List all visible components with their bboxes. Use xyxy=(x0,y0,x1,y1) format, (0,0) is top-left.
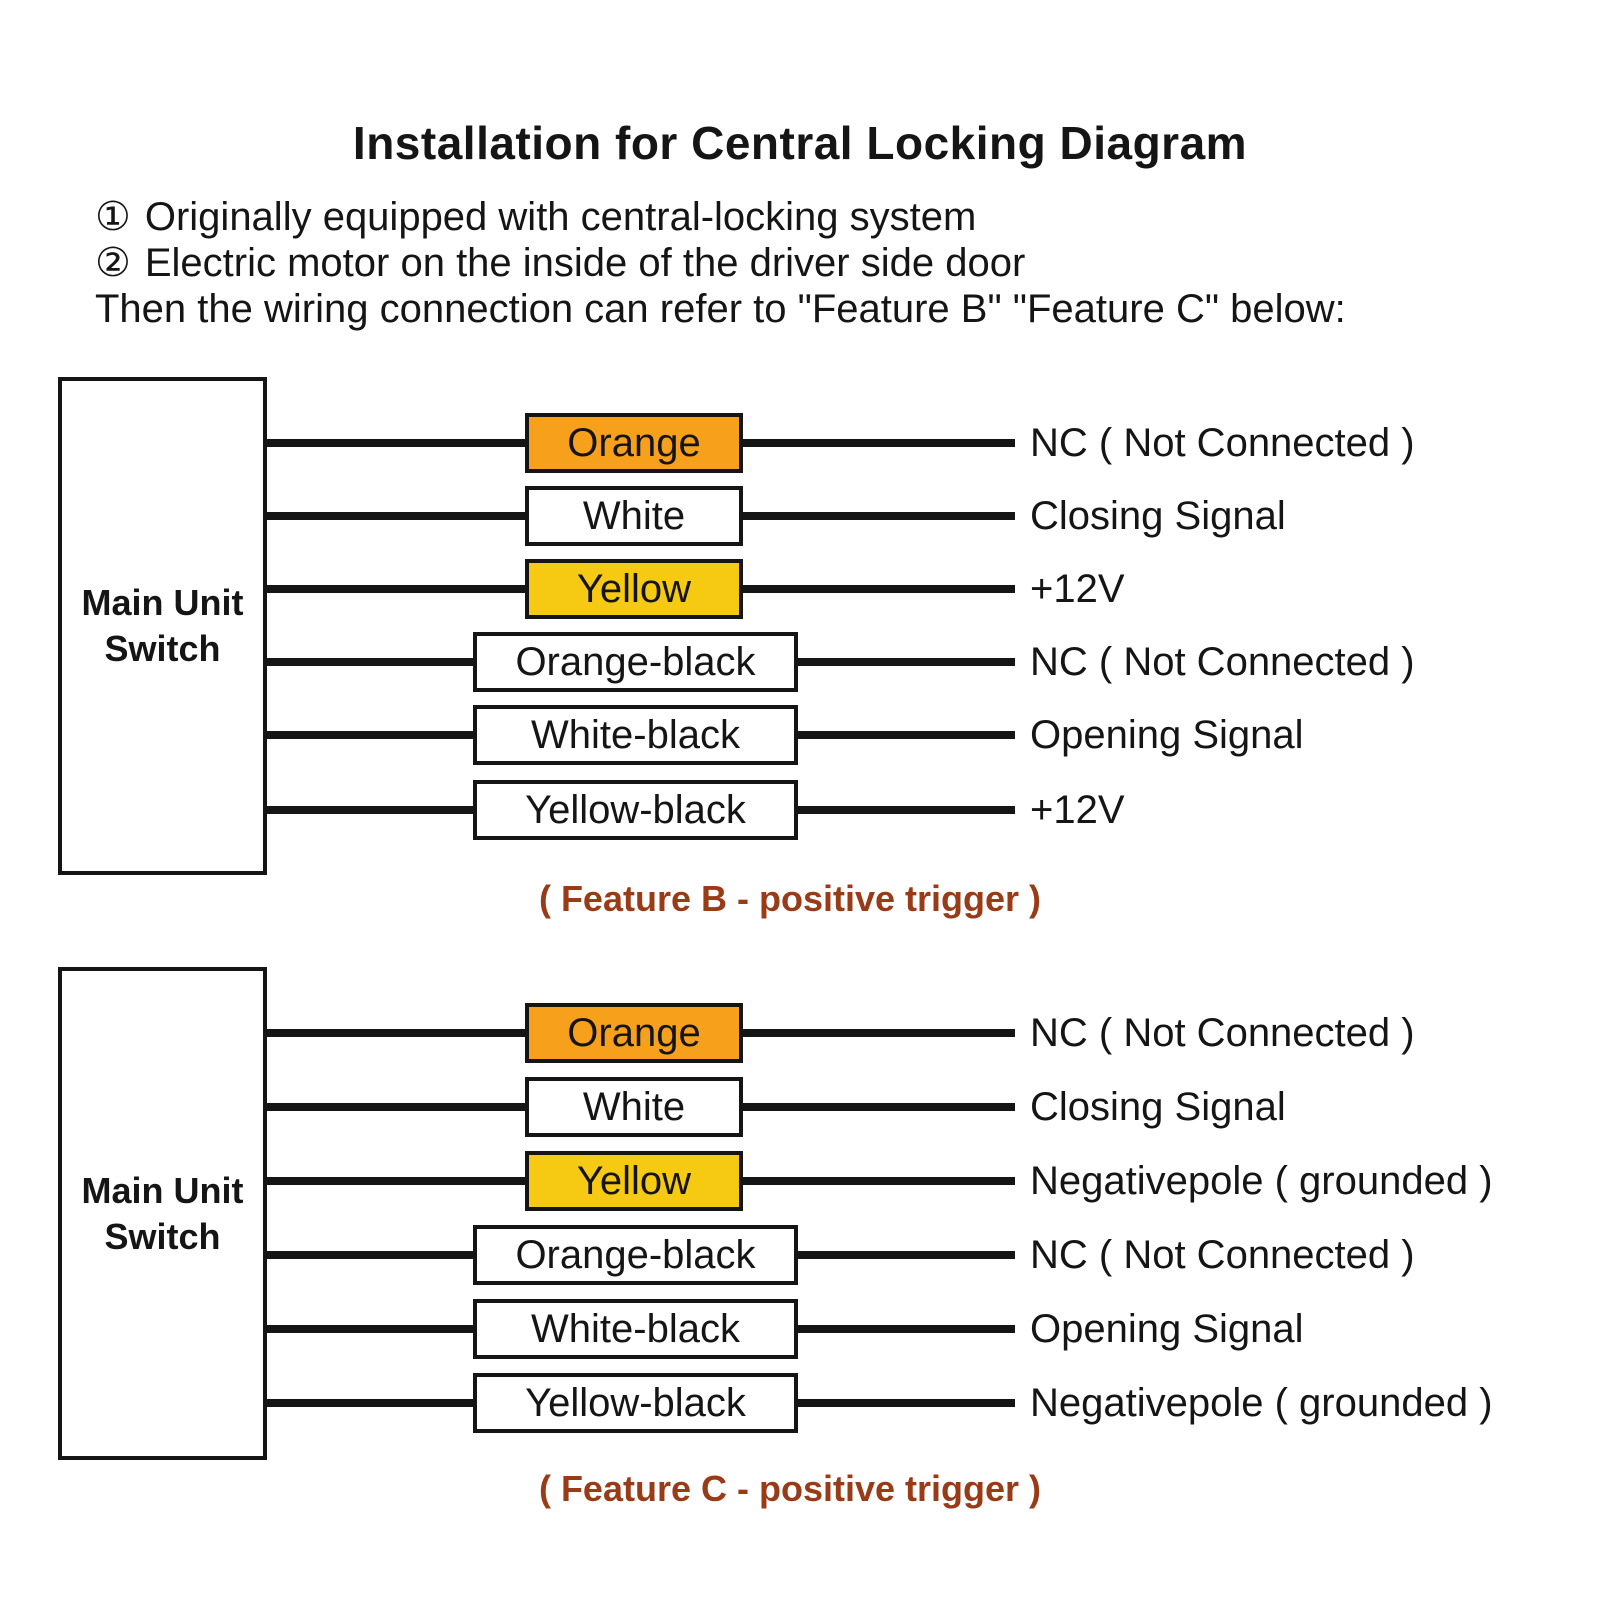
wire-left-segment xyxy=(267,1029,525,1037)
wire-color-box: Orange-black xyxy=(473,632,798,692)
signal-label: Closing Signal xyxy=(1030,494,1286,538)
note-line-1: ① Originally equipped with central-lockin… xyxy=(95,194,1346,240)
wire-color-box: Yellow-black xyxy=(473,1373,798,1433)
wire-color-label: Yellow xyxy=(576,566,692,611)
wire-color-label: Orange-black xyxy=(515,1232,756,1277)
page-title: Installation for Central Locking Diagram xyxy=(352,117,1248,169)
note-line-intro: Then the wiring connection can refer to … xyxy=(95,286,1346,332)
wire-left-segment xyxy=(267,1177,525,1185)
wire-color-label: Yellow-black xyxy=(525,1380,746,1425)
wire-color-box: Yellow xyxy=(525,1151,743,1211)
wire-color-label: Orange-black xyxy=(515,639,756,684)
signal-label: NC ( Not Connected ) xyxy=(1030,640,1415,684)
signal-label: NC ( Not Connected ) xyxy=(1030,1011,1415,1055)
signal-label: Negativepole ( grounded ) xyxy=(1030,1381,1493,1425)
signal-label: Closing Signal xyxy=(1030,1085,1286,1129)
signal-label: +12V xyxy=(1030,788,1125,832)
signal-label: +12V xyxy=(1030,567,1125,611)
wire-color-box: White xyxy=(525,486,743,546)
circled-number-2: ② xyxy=(95,241,131,285)
main-unit-box: Main Unit Switch xyxy=(58,967,267,1460)
wire-right-segment xyxy=(798,1399,1015,1407)
main-unit-box: Main Unit Switch xyxy=(58,377,267,875)
wire-color-box: Yellow xyxy=(525,559,743,619)
note-text-2: Electric motor on the inside of the driv… xyxy=(144,241,1026,285)
wire-color-box: Yellow-black xyxy=(473,780,798,840)
wire-color-box: White-black xyxy=(473,1299,798,1359)
wire-color-label: Orange xyxy=(567,1010,701,1055)
signal-label: NC ( Not Connected ) xyxy=(1030,421,1415,465)
signal-label: NC ( Not Connected ) xyxy=(1030,1233,1415,1277)
note-text-1: Originally equipped with central-locking… xyxy=(144,195,977,239)
wire-right-segment xyxy=(743,1177,1015,1185)
wire-right-segment xyxy=(798,731,1015,739)
wire-left-segment xyxy=(267,731,473,739)
wire-left-segment xyxy=(267,1399,473,1407)
wire-right-segment xyxy=(798,1251,1015,1259)
wire-color-label: White-black xyxy=(531,1306,740,1351)
wire-right-segment xyxy=(743,439,1015,447)
wire-left-segment xyxy=(267,1325,473,1333)
wire-right-segment xyxy=(798,1325,1015,1333)
wire-color-label: White xyxy=(582,1084,686,1129)
wire-left-segment xyxy=(267,1103,525,1111)
wire-left-segment xyxy=(267,658,473,666)
wire-left-segment xyxy=(267,1251,473,1259)
feature-caption: ( Feature B - positive trigger ) xyxy=(538,878,1042,919)
wire-color-label: Yellow xyxy=(576,1158,692,1203)
wire-color-label: Orange xyxy=(567,420,701,465)
signal-label: Negativepole ( grounded ) xyxy=(1030,1159,1493,1203)
wire-right-segment xyxy=(743,1103,1015,1111)
wire-color-box: Orange-black xyxy=(473,1225,798,1285)
main-unit-label: Main Unit Switch xyxy=(81,1169,244,1257)
notes-block: ① Originally equipped with central-lockin… xyxy=(95,194,1346,332)
wire-color-box: White-black xyxy=(473,705,798,765)
signal-label: Opening Signal xyxy=(1030,1307,1304,1351)
wire-color-box: White xyxy=(525,1077,743,1137)
note-line-2: ② Electric motor on the inside of the dri… xyxy=(95,240,1346,286)
wire-right-segment xyxy=(798,658,1015,666)
wire-right-segment xyxy=(798,806,1015,814)
wire-right-segment xyxy=(743,585,1015,593)
wire-color-label: Yellow-black xyxy=(525,787,746,832)
feature-caption: ( Feature C - positive trigger ) xyxy=(538,1468,1042,1509)
wire-color-label: White xyxy=(582,493,686,538)
wire-right-segment xyxy=(743,512,1015,520)
wire-left-segment xyxy=(267,806,473,814)
wire-right-segment xyxy=(743,1029,1015,1037)
wire-color-box: Orange xyxy=(525,1003,743,1063)
circled-number-1: ① xyxy=(95,195,131,239)
wire-color-label: White-black xyxy=(531,712,740,757)
wire-color-box: Orange xyxy=(525,413,743,473)
wire-left-segment xyxy=(267,512,525,520)
wire-left-segment xyxy=(267,439,525,447)
signal-label: Opening Signal xyxy=(1030,713,1304,757)
intro-text: Then the wiring connection can refer to … xyxy=(95,287,1346,331)
main-unit-label: Main Unit Switch xyxy=(81,582,244,669)
wire-left-segment xyxy=(267,585,525,593)
